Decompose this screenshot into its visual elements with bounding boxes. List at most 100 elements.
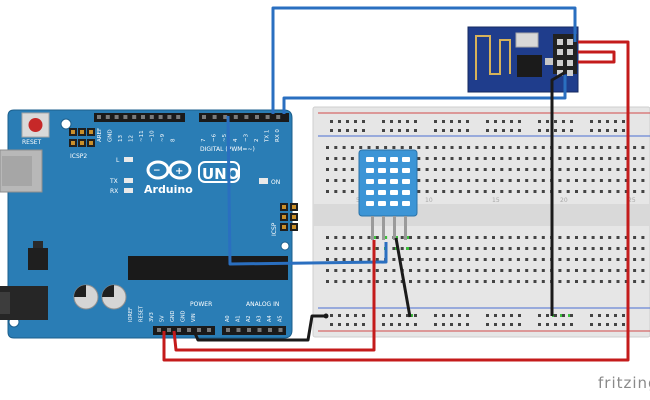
- dht-vent-slot: [378, 201, 386, 206]
- reset-button[interactable]: [28, 118, 43, 132]
- terminal-hole: [458, 236, 462, 239]
- analog-pin-label: A1: [236, 315, 242, 322]
- dht-vent-slot: [390, 201, 398, 206]
- terminal-hole: [450, 269, 454, 272]
- terminal-hole: [342, 236, 346, 239]
- rail-hole: [510, 314, 513, 317]
- terminal-hole: [425, 190, 429, 193]
- terminal-hole: [508, 236, 512, 239]
- rail-hole: [338, 120, 341, 123]
- rail-hole: [598, 323, 601, 326]
- esp-pin-3: [557, 49, 563, 55]
- esp-chip: [517, 55, 542, 77]
- terminal-hole: [475, 247, 479, 250]
- header-pin: [255, 115, 259, 119]
- terminal-hole: [500, 168, 504, 171]
- digital-pin-label: 4: [233, 138, 239, 142]
- terminal-hole: [392, 280, 396, 283]
- active-hole: [395, 236, 398, 239]
- voltage-regulator-tab: [33, 241, 43, 248]
- terminal-hole: [326, 236, 329, 239]
- terminal-hole: [409, 236, 412, 239]
- terminal-hole: [392, 269, 396, 272]
- header-pin: [97, 115, 101, 119]
- rail-hole: [502, 314, 505, 317]
- terminal-hole: [350, 280, 354, 283]
- terminal-hole: [608, 179, 612, 182]
- terminal-hole: [633, 269, 637, 272]
- terminal-hole: [616, 157, 620, 160]
- terminal-hole: [417, 190, 421, 193]
- esp-pin-8: [567, 70, 573, 76]
- rail-hole: [546, 323, 549, 326]
- digital-pin-label: 13: [118, 135, 124, 142]
- terminal-hole: [616, 247, 620, 250]
- terminal-hole: [500, 146, 504, 149]
- terminal-hole: [566, 168, 570, 171]
- terminal-hole: [641, 258, 645, 261]
- terminal-hole: [334, 258, 338, 261]
- terminal-hole: [350, 168, 354, 171]
- terminal-hole: [583, 247, 587, 250]
- arduino-uno: RESET ICSP2 L TX RX − + UNO Arduino ON I…: [0, 109, 298, 339]
- terminal-hole: [633, 157, 637, 160]
- terminal-hole: [334, 269, 338, 272]
- terminal-hole: [433, 190, 437, 193]
- header-pin: [105, 115, 110, 119]
- terminal-hole: [541, 190, 545, 193]
- terminal-hole: [425, 280, 429, 283]
- terminal-hole: [442, 269, 446, 272]
- rail-hole: [406, 129, 409, 132]
- rail-hole: [338, 129, 341, 132]
- wire-end-gnd: [323, 313, 329, 319]
- terminal-hole: [475, 190, 479, 193]
- breadboard: 5 10 15 20 25: [312, 106, 650, 338]
- rail-hole: [606, 120, 609, 123]
- rail-hole: [570, 129, 573, 132]
- rail-hole: [466, 323, 469, 326]
- rail-hole: [338, 314, 341, 317]
- terminal-hole: [641, 157, 645, 160]
- terminal-hole: [566, 247, 570, 250]
- header-pin: [132, 115, 137, 119]
- header-pin: [177, 328, 181, 332]
- rail-hole: [546, 129, 549, 132]
- terminal-hole: [417, 258, 421, 261]
- dht-vent-slot: [378, 168, 386, 173]
- terminal-hole: [516, 190, 520, 193]
- capacitor-2-band: [102, 285, 114, 297]
- power-pin-label: RESET: [139, 305, 145, 322]
- terminal-hole: [342, 269, 346, 272]
- terminal-hole: [475, 258, 479, 261]
- terminal-hole: [583, 146, 587, 149]
- terminal-hole: [608, 168, 612, 171]
- terminal-hole: [475, 168, 479, 171]
- rail-hole: [554, 129, 557, 132]
- terminal-hole: [525, 236, 529, 239]
- wire-3v3-rail: [162, 40, 630, 362]
- terminal-hole: [616, 168, 620, 171]
- terminal-hole: [467, 168, 471, 171]
- rail-hole: [354, 120, 357, 123]
- terminal-hole: [417, 280, 421, 283]
- terminal-hole: [458, 247, 462, 250]
- terminal-hole: [525, 146, 529, 149]
- terminal-hole: [483, 258, 487, 261]
- terminal-hole: [350, 269, 354, 272]
- rail-hole: [554, 314, 557, 317]
- terminal-hole: [367, 247, 371, 250]
- dht-vent-slot: [366, 190, 374, 195]
- terminal-hole: [342, 190, 346, 193]
- led-tx-label: TX: [109, 178, 118, 185]
- rail-hole: [414, 129, 417, 132]
- header-pin: [257, 328, 262, 332]
- rail-hole: [518, 323, 521, 326]
- terminal-hole: [475, 280, 479, 283]
- rail-hole: [382, 314, 385, 317]
- digital-pin-label: ~9: [160, 133, 166, 142]
- terminal-hole: [467, 269, 471, 272]
- terminal-hole: [350, 146, 354, 149]
- terminal-hole: [425, 146, 429, 149]
- terminal-hole: [342, 258, 346, 261]
